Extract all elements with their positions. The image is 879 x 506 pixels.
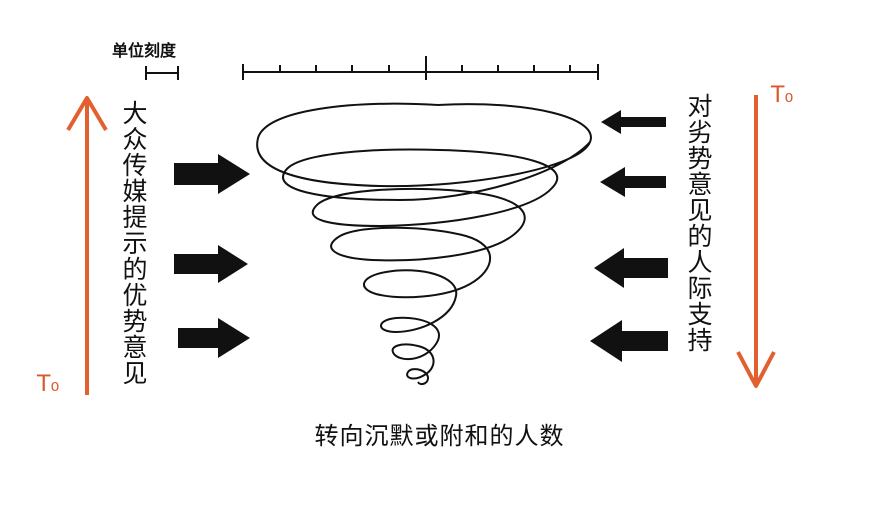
right-arrow-icon	[178, 318, 250, 358]
top-ruler	[242, 56, 599, 80]
left-arrow-icon	[594, 248, 668, 288]
unit-scale-bar	[145, 66, 179, 80]
right-support-arrows	[590, 110, 668, 362]
bottom-caption: 转向沉默或附和的人数	[314, 422, 565, 450]
right-arrow-icon	[174, 154, 250, 194]
left-arrow-icon	[601, 110, 666, 134]
unit-scale-label: 单位刻度	[112, 41, 177, 60]
left-arrow-icon	[600, 167, 666, 197]
dominant-opinion-label: 大众传媒提示的优势意见	[122, 99, 148, 388]
left-pressure-arrows	[174, 154, 250, 358]
right-time-label: T₀	[771, 83, 794, 108]
right-time-arrow	[736, 95, 776, 388]
right-arrow-icon	[174, 245, 248, 283]
minority-support-label: 对劣势意见的人际支持	[687, 92, 713, 355]
left-time-label: T₀	[37, 372, 60, 397]
left-time-arrow	[66, 96, 108, 395]
left-arrow-icon	[590, 320, 668, 362]
silence-spiral	[256, 102, 592, 386]
